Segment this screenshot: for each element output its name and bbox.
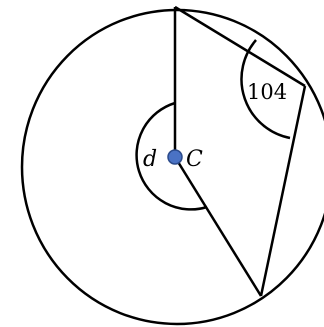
center-label-c: C bbox=[186, 147, 203, 172]
angle-label-104: 104 bbox=[247, 80, 287, 104]
central-angle-arc bbox=[135, 101, 208, 211]
arc-label-d: d bbox=[143, 147, 157, 172]
chord-top-to-right bbox=[174, 5, 306, 88]
main-circle bbox=[20, 8, 324, 326]
chord-right-to-bottom bbox=[259, 85, 307, 297]
inscribed-angle-arc bbox=[240, 39, 291, 140]
center-point bbox=[167, 149, 183, 165]
radius-bottom bbox=[173, 156, 263, 297]
